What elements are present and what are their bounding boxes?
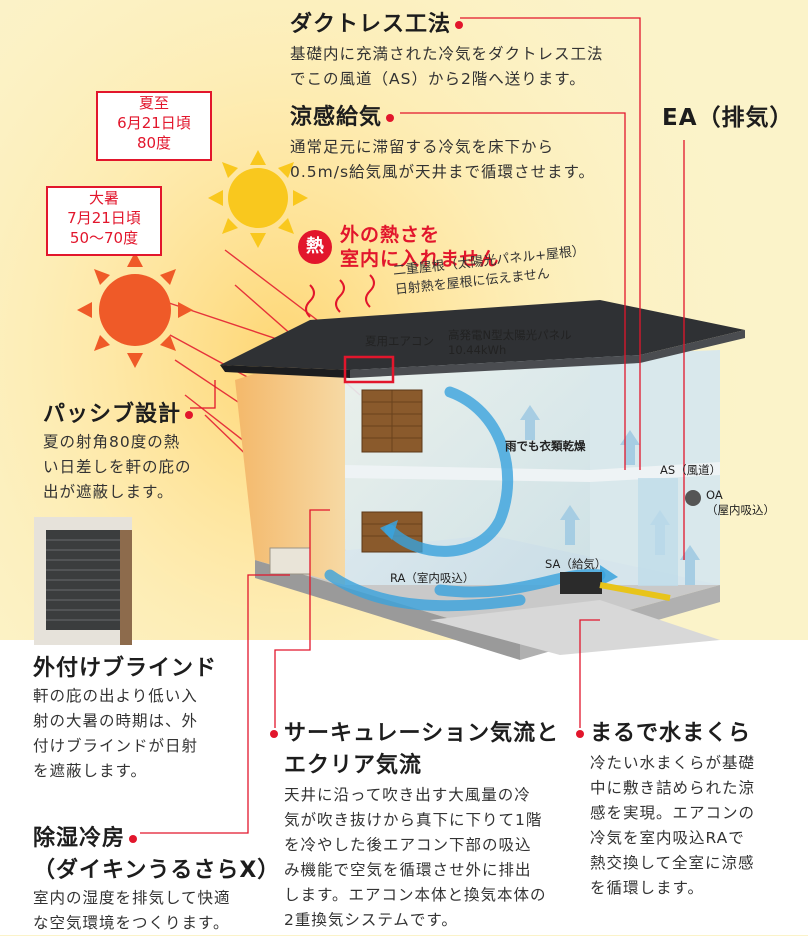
- bullet-dot-icon: [455, 21, 464, 29]
- text-line: 2重換気システムです。: [284, 911, 458, 929]
- blind-title: 外付けブラインド: [33, 656, 218, 681]
- ductless-title: ダクトレス工法: [290, 12, 452, 37]
- callout-line: 6月21日頃: [117, 114, 191, 132]
- text-line: を遮蔽します。: [33, 762, 147, 780]
- section-title: 除湿冷房: [33, 820, 280, 852]
- section-text: 室内の湿度を排気して快適 な空気環境をつくります。: [33, 886, 280, 936]
- oa-label: OA （屋内吸込）: [706, 488, 775, 518]
- text-line: 基礎内に充満された冷気をダクトレス工法: [290, 45, 604, 63]
- aircon-highlight: [343, 355, 395, 384]
- section-title: ダクトレス工法: [290, 6, 604, 38]
- blind-photo: [34, 517, 132, 645]
- section-text: 天井に沿って吹き出す大風量の冷 気が吹き抜けから真下に下りて1階 を冷やした後エ…: [270, 783, 559, 933]
- water-pillow-title: まるで水まくら: [590, 721, 752, 746]
- bullet-dot-icon: [576, 730, 584, 738]
- passive-title: パッシブ設計: [43, 402, 182, 427]
- section-text: 基礎内に充満された冷気をダクトレス工法 でこの風道（AS）から2階へ送ります。: [290, 42, 604, 92]
- text-line: 感を実現。エアコンの: [590, 804, 756, 822]
- summer-solstice-callout: 夏至 6月21日頃 80度: [96, 91, 212, 161]
- dehumid-section: 除湿冷房 （ダイキンうるさらX） 室内の湿度を排気して快適 な空気環境をつくりま…: [33, 820, 280, 936]
- passive-section: パッシブ設計 夏の射角80度の熱 い日差しを軒の庇の 出が遮蔽します。: [43, 396, 223, 505]
- hot-sun-icon: [77, 252, 193, 368]
- text-line: 軒の庇の出より低い入: [33, 687, 198, 705]
- text-line: 天井に沿って吹き出す大風量の冷: [284, 786, 531, 804]
- label-line: 10.44kWh: [448, 343, 507, 357]
- bullet-dot-icon: [386, 114, 395, 122]
- sa-supply-box: [560, 572, 602, 594]
- cool-supply-section: 涼感給気 通常足元に滞留する冷気を床下から 0.5m/s給気風が天井まで循環させ…: [290, 99, 595, 185]
- heat-badge: 熱: [298, 230, 332, 264]
- section-title: サーキュレーション気流と: [270, 715, 559, 747]
- heat-wave-arrows: [305, 274, 375, 318]
- callout-line: 夏至: [138, 94, 169, 112]
- callout-line: 大暑: [88, 189, 119, 207]
- text-line: でこの風道（AS）から2階へ送ります。: [290, 70, 586, 88]
- text-line: み機能で空気を循環させ外に排出: [284, 861, 532, 879]
- section-title: 涼感給気: [290, 99, 595, 131]
- text-line: い日差しを軒の庇の: [43, 458, 192, 476]
- bottom-panel: [0, 640, 808, 935]
- text-line: 気が吹き抜けから真下に下りて1階: [284, 811, 543, 829]
- section-text: 通常足元に滞留する冷気を床下から 0.5m/s給気風が天井まで循環させます。: [290, 135, 595, 185]
- blind-section: 外付けブラインド 軒の庇の出より低い入 射の大暑の時期は、外 付けブラインドが日…: [33, 650, 217, 784]
- text-line: 付けブラインドが日射: [33, 737, 199, 755]
- outdoor-unit: [269, 547, 311, 575]
- leader-lines: [140, 17, 685, 834]
- laundry-label: 雨でも衣類乾燥: [505, 439, 586, 453]
- roof: [220, 300, 745, 370]
- section-text: 軒の庇の出より低い入 射の大暑の時期は、外 付けブラインドが日射 を遮蔽します。: [33, 684, 217, 784]
- text-line: 冷気を室内吸込RAで: [590, 829, 745, 847]
- bullet-dot-icon: [270, 730, 278, 738]
- circulation-subtitle: エクリア気流: [284, 753, 423, 778]
- ductless-section: ダクトレス工法 基礎内に充満された冷気をダクトレス工法 でこの風道（AS）から2…: [290, 6, 604, 92]
- oa-vent: [685, 490, 701, 506]
- heat-headline-line: 室内に入れません: [340, 248, 500, 270]
- water-pillow-section: まるで水まくら 冷たい水まくらが基礎 中に敷き詰められた涼 感を実現。エアコンの…: [576, 715, 755, 901]
- text-line: を冷やした後エアコン下部の吸込: [284, 836, 532, 854]
- text-line: 通常足元に滞留する冷気を床下から: [290, 138, 555, 156]
- great-heat-callout: 大暑 7月21日頃 50〜70度: [46, 186, 162, 256]
- text-line: を循環します。: [590, 879, 704, 897]
- dehumid-subtitle: （ダイキンうるさらX）: [33, 858, 281, 883]
- label-line: （屋内吸込）: [706, 503, 775, 517]
- section-title: まるで水まくら: [576, 715, 755, 747]
- section-text: 夏の射角80度の熱 い日差しを軒の庇の 出が遮蔽します。: [43, 430, 223, 505]
- heat-headline: 外の熱さを 室内に入れません: [340, 223, 499, 271]
- heat-headline-line: 外の熱さを: [340, 224, 441, 246]
- sa-label: SA（給気）: [545, 557, 607, 571]
- callout-line: 50〜70度: [69, 229, 139, 247]
- text-line: 0.5m/s給気風が天井まで循環させます。: [290, 163, 595, 181]
- aircon-label: 夏用エアコン: [365, 334, 434, 348]
- callout-line: 7月21日頃: [67, 209, 141, 227]
- sunlit-wall: [235, 345, 345, 585]
- exhaust-title: EA（排気）: [662, 105, 794, 131]
- text-line: 夏の射角80度の熱: [43, 433, 181, 451]
- cool-supply-title: 涼感給気: [290, 105, 383, 130]
- as-air-duct: [638, 478, 678, 586]
- section-title: パッシブ設計: [43, 396, 223, 428]
- circulation-title: サーキュレーション気流と: [284, 721, 560, 746]
- text-line: します。エアコン本体と換気本体の: [284, 886, 547, 904]
- text-line: 射の大暑の時期は、外: [33, 712, 199, 730]
- callout-line: 80度: [136, 134, 172, 152]
- section-text: 冷たい水まくらが基礎 中に敷き詰められた涼 感を実現。エアコンの 冷気を室内吸込…: [576, 751, 755, 901]
- circulation-section: サーキュレーション気流と エクリア気流 天井に沿って吹き出す大風量の冷 気が吹き…: [270, 715, 559, 933]
- bullet-dot-icon: [185, 411, 194, 419]
- solar-panel-label: 高発電N型太陽光パネル 10.44kWh: [448, 328, 572, 358]
- text-line: 出が遮蔽します。: [43, 483, 174, 501]
- text-line: な空気環境をつくります。: [33, 914, 230, 932]
- bullet-dot-icon: [129, 835, 138, 843]
- dehumid-title: 除湿冷房: [33, 826, 126, 851]
- text-line: 熱交換して全室に涼感: [590, 854, 755, 872]
- ra-label: RA（室内吸込）: [390, 571, 475, 585]
- label-line: 高発電N型太陽光パネル: [448, 328, 572, 342]
- sun-icon: [208, 150, 308, 248]
- text-line: 中に敷き詰められた涼: [590, 779, 756, 797]
- text-line: 冷たい水まくらが基礎: [590, 754, 756, 772]
- as-label: AS（風道）: [660, 463, 722, 477]
- label-line: OA: [706, 488, 723, 502]
- text-line: 室内の湿度を排気して快適: [33, 889, 231, 907]
